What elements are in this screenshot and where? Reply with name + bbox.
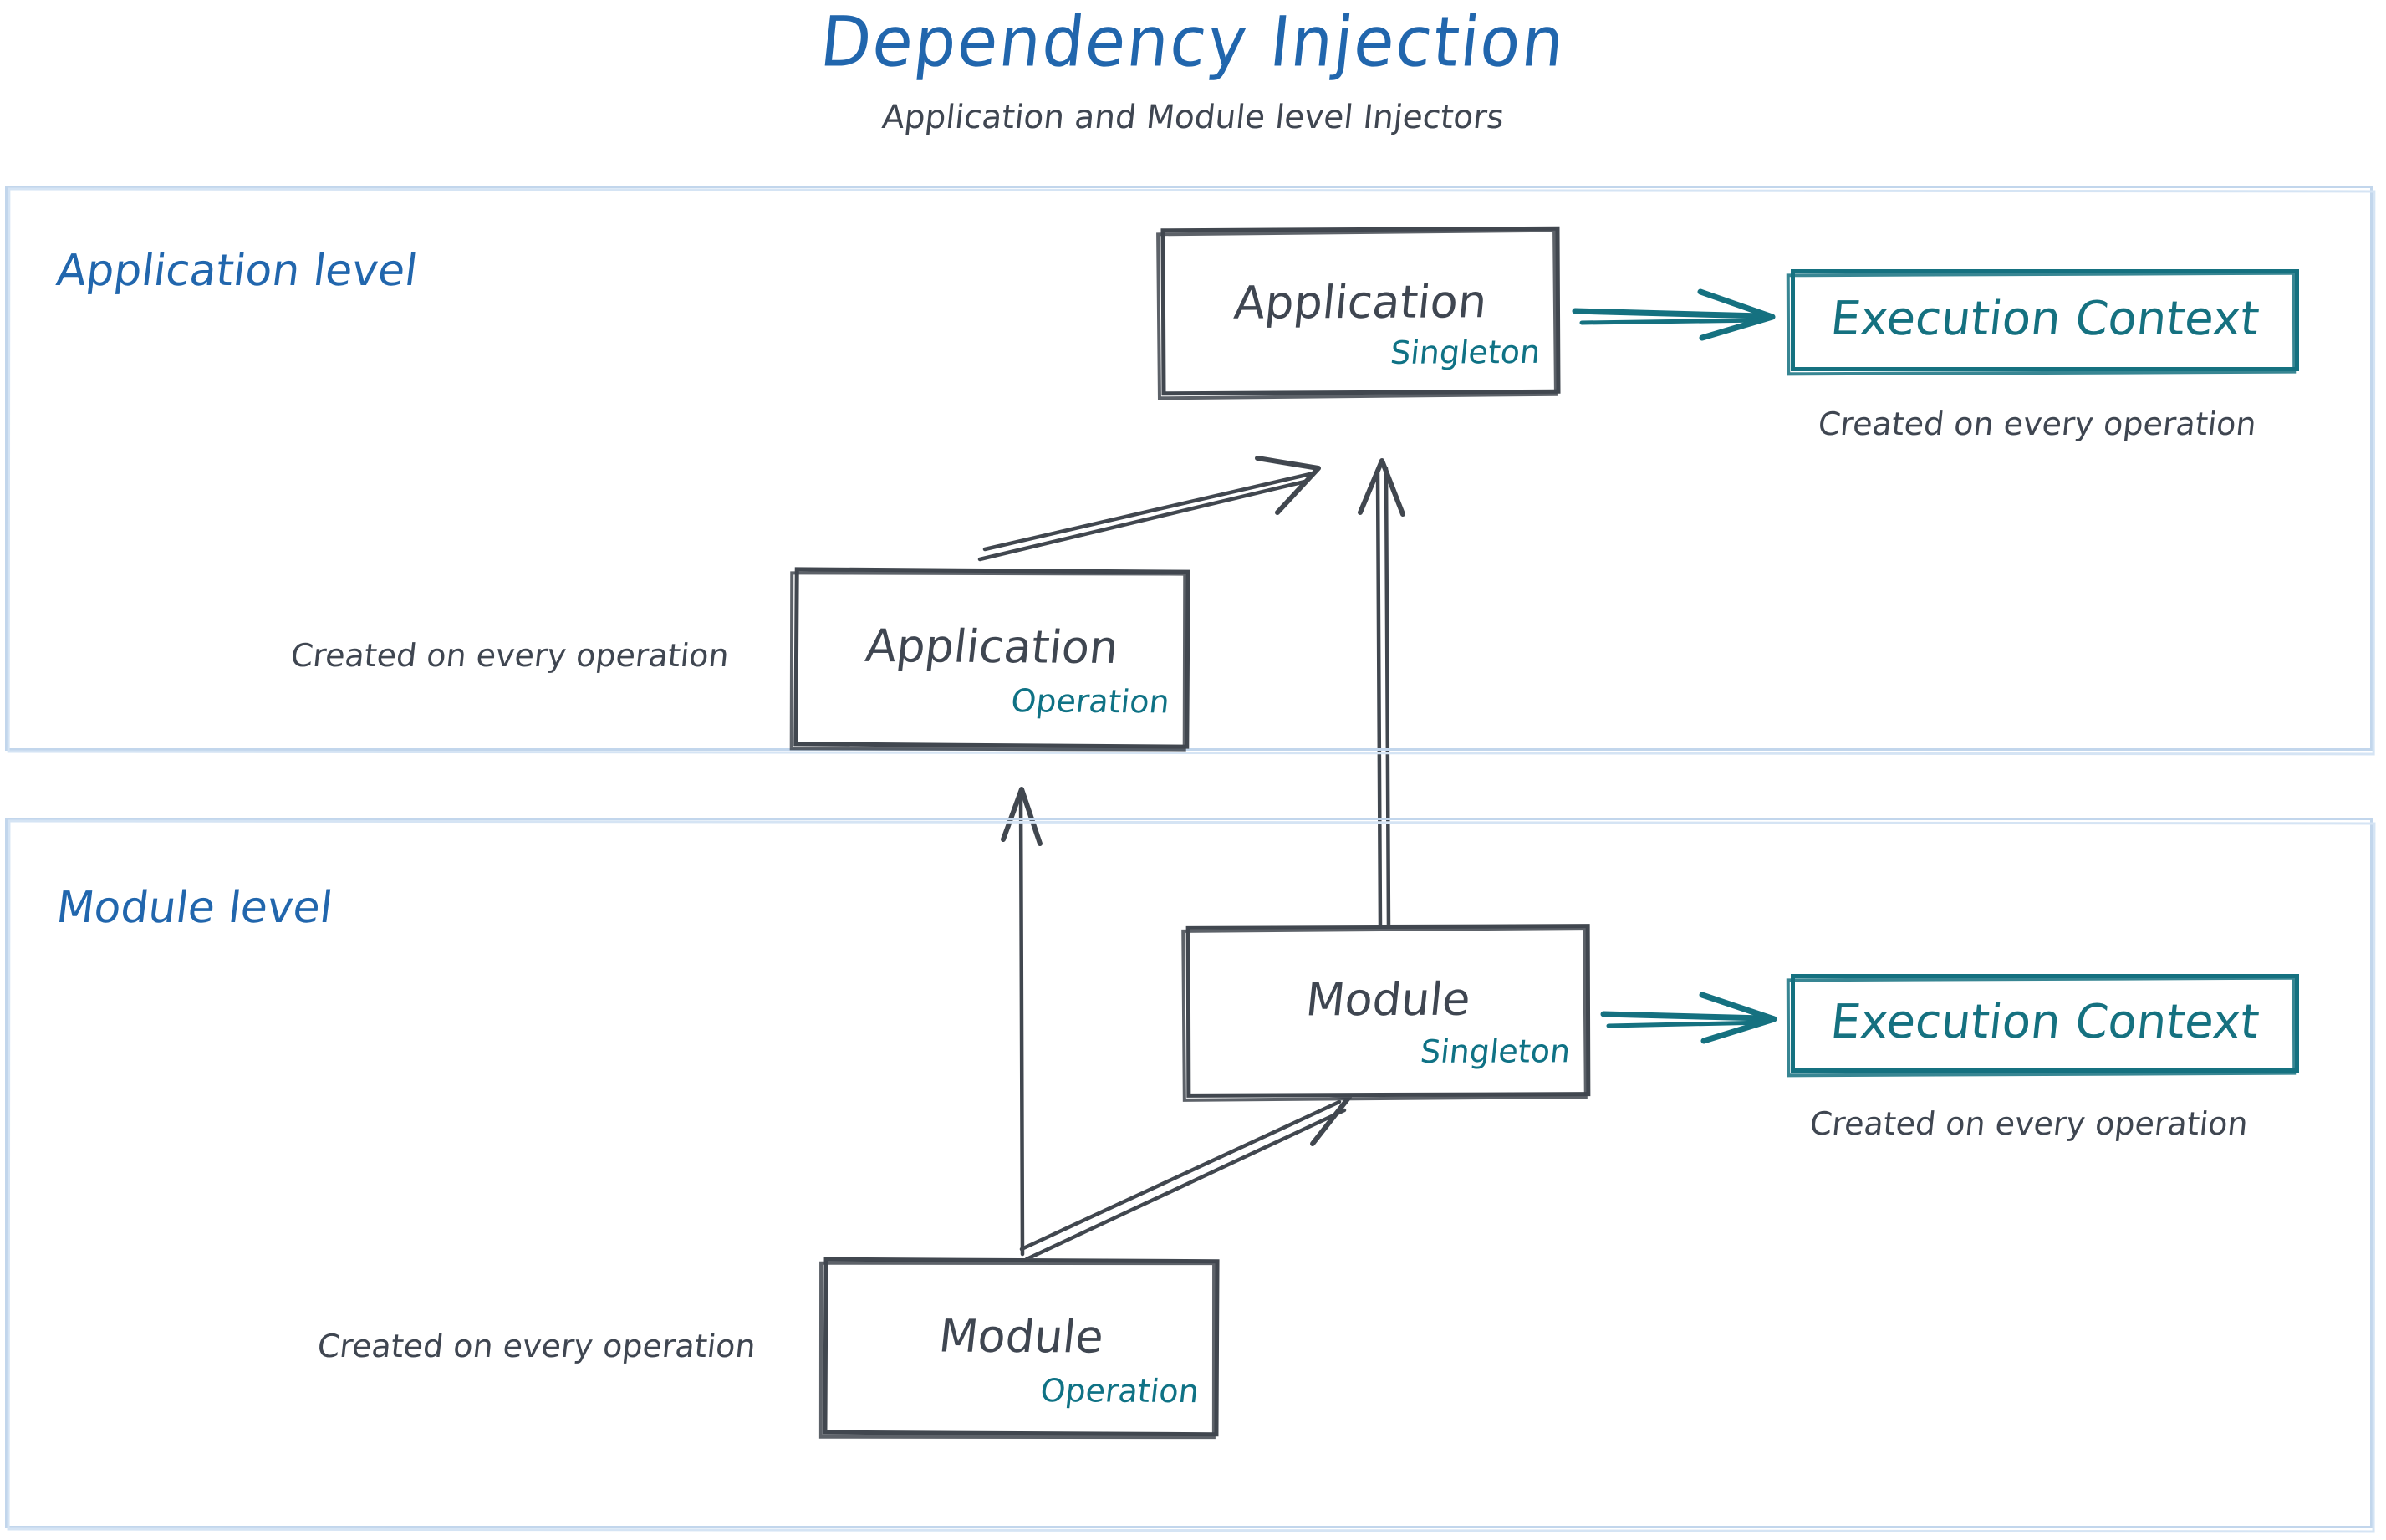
caption-execution-context-application: Created on every operation: [1816, 405, 2259, 442]
caption-application-operation: Created on every operation: [288, 637, 732, 674]
node-frame: [1791, 269, 2299, 371]
panel-label-application-level: Application level: [54, 246, 421, 296]
node-execution-context-application[interactable]: Execution Context: [1786, 269, 2299, 376]
node-title: Module: [936, 1309, 1107, 1364]
node-frame: [1791, 974, 2299, 1073]
page-subtitle: Application and Module level Injectors: [879, 99, 1507, 136]
node-module-singleton[interactable]: Module Singleton: [1181, 924, 1591, 1102]
caption-module-operation: Created on every operation: [315, 1328, 758, 1364]
page-title: Dependency Injection: [816, 3, 1570, 83]
node-scope-badge: Singleton: [1418, 1033, 1573, 1070]
node-title: Module: [1303, 972, 1473, 1027]
node-title: Execution Context: [1828, 995, 2262, 1049]
page-header: Dependency Injection Application and Mod…: [0, 0, 2386, 167]
caption-execution-context-module: Created on every operation: [1807, 1105, 2251, 1142]
node-application-operation[interactable]: Application Operation: [789, 567, 1190, 752]
node-title: Execution Context: [1828, 292, 2262, 346]
node-title: Application: [1231, 275, 1490, 329]
node-execution-context-module[interactable]: Execution Context: [1786, 974, 2299, 1078]
node-title: Application: [863, 619, 1121, 675]
panel-label-module-level: Module level: [54, 883, 335, 933]
node-module-operation[interactable]: Module Operation: [818, 1257, 1220, 1440]
node-application-singleton[interactable]: Application Singleton: [1156, 226, 1561, 400]
node-scope-badge: Operation: [1038, 1372, 1201, 1410]
node-scope-badge: Operation: [1009, 682, 1172, 721]
node-scope-badge: Singleton: [1389, 333, 1542, 371]
